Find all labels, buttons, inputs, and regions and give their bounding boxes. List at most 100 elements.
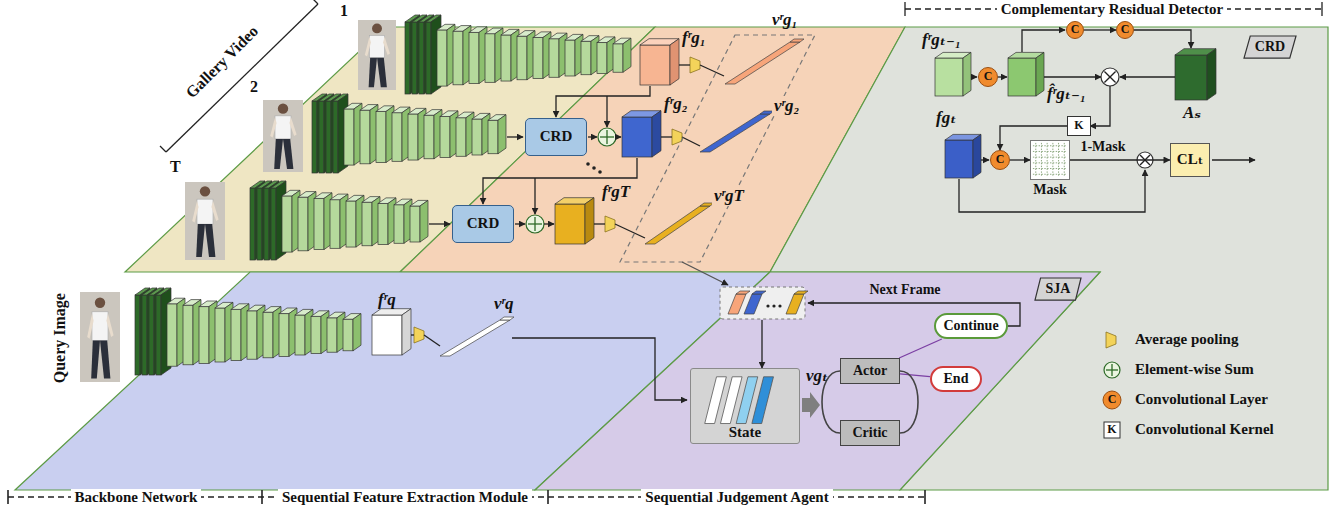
backbone-layer xyxy=(410,200,428,242)
node-text: Actor xyxy=(853,363,887,379)
cube-front xyxy=(613,44,623,72)
cube-front xyxy=(410,206,420,242)
bracket-tick xyxy=(904,2,905,16)
photo-ground xyxy=(263,100,303,172)
cube-front xyxy=(247,311,257,359)
cube-front xyxy=(344,109,354,165)
average-pooling xyxy=(690,57,700,73)
average-pooling xyxy=(672,129,682,145)
legend-text: Average pooling xyxy=(1135,331,1238,348)
cube-front xyxy=(469,32,479,83)
text-label: Aₛ xyxy=(1183,103,1201,123)
cube-front xyxy=(279,314,289,357)
backbone-layer xyxy=(215,302,233,362)
cube-front xyxy=(250,188,255,260)
cube-front xyxy=(565,40,575,76)
text-label: fgₜ xyxy=(936,108,956,128)
cube-front xyxy=(376,111,386,162)
frame-vector xyxy=(728,294,746,314)
text-label: Backbone Network xyxy=(71,489,202,506)
cube-front xyxy=(549,39,559,78)
edge-label: 1-Mask xyxy=(1080,139,1125,155)
connector xyxy=(1084,29,1116,30)
arm xyxy=(192,201,198,223)
product-bar xyxy=(1104,71,1115,82)
shirt xyxy=(275,116,291,139)
shirt xyxy=(369,35,384,57)
backbone-layer xyxy=(472,113,490,155)
head xyxy=(278,103,288,113)
node-text: CLₜ xyxy=(1177,151,1203,168)
critic-box: Critic xyxy=(840,420,900,446)
backbone-layer xyxy=(362,197,380,246)
frame-vector xyxy=(786,294,804,314)
feature-vector xyxy=(645,206,710,244)
agent-region xyxy=(535,272,1100,490)
feature-cube xyxy=(622,111,661,157)
cube-front xyxy=(330,200,340,249)
arm xyxy=(106,314,113,337)
output-box: CLₜ xyxy=(1170,143,1210,177)
backbone-layer xyxy=(344,103,362,165)
average-pooling xyxy=(414,327,424,343)
flow-line xyxy=(606,96,607,127)
conv-layer-sample xyxy=(1103,391,1121,409)
backbone-layer xyxy=(597,37,615,74)
shirt xyxy=(92,312,108,341)
cube-front xyxy=(231,309,241,360)
backbone-layer xyxy=(613,38,631,72)
node-text: K xyxy=(1074,119,1083,133)
action-pill: End xyxy=(930,366,982,392)
cube-front xyxy=(135,295,140,375)
feature-vector xyxy=(440,320,510,356)
feature-cube xyxy=(640,39,679,85)
cube-front xyxy=(183,305,193,365)
flow-line xyxy=(512,338,687,400)
flow-line xyxy=(1044,76,1101,77)
arm xyxy=(87,314,93,339)
flow-line xyxy=(682,262,728,285)
leg xyxy=(369,58,377,87)
text-label: vʳg₂ xyxy=(772,96,802,116)
text-label: Sequential Judgement Agent xyxy=(641,489,832,506)
legend-text: Element-wise Sum xyxy=(1135,361,1254,378)
node-text: C xyxy=(1121,23,1130,37)
cube-front xyxy=(215,308,225,362)
cube-front xyxy=(533,37,543,78)
grid-line xyxy=(1058,143,1059,177)
backbone-layer xyxy=(231,304,249,361)
cube-front xyxy=(488,120,498,153)
flow-line xyxy=(424,335,440,346)
text-label: C xyxy=(1108,393,1117,407)
backbone-layer xyxy=(343,314,361,351)
backbone-layer xyxy=(565,34,583,76)
cube-front xyxy=(1008,58,1036,96)
bracket-tick xyxy=(261,490,263,504)
cube-front xyxy=(167,304,177,366)
average-pooling xyxy=(1106,332,1116,348)
shirt xyxy=(197,199,213,224)
backbone-layer xyxy=(183,300,201,365)
mask-grid: Mask xyxy=(1030,140,1070,180)
bracket-tick xyxy=(312,0,318,4)
backbone-layer xyxy=(330,194,348,248)
flow-line xyxy=(594,223,605,224)
ellipsis-dot xyxy=(766,304,769,307)
cube-front xyxy=(312,101,317,173)
cube-side xyxy=(652,111,661,157)
feature-cube xyxy=(555,198,594,244)
cube-front xyxy=(485,34,495,83)
backbone-layer xyxy=(456,112,474,156)
conv-layer: C xyxy=(1066,21,1084,39)
backbone-layer xyxy=(346,195,364,247)
flow-line xyxy=(544,223,554,224)
text-label: vʳq xyxy=(494,294,514,314)
backbone-layer xyxy=(469,27,487,84)
text-label: fʳq xyxy=(378,290,396,310)
ellipsis-dot xyxy=(586,162,590,166)
flow-line xyxy=(700,65,724,76)
bracket-tick xyxy=(547,490,549,504)
feature-vector xyxy=(725,42,800,84)
text-label: f̂ʳgₜ₋₁ xyxy=(1047,84,1086,104)
